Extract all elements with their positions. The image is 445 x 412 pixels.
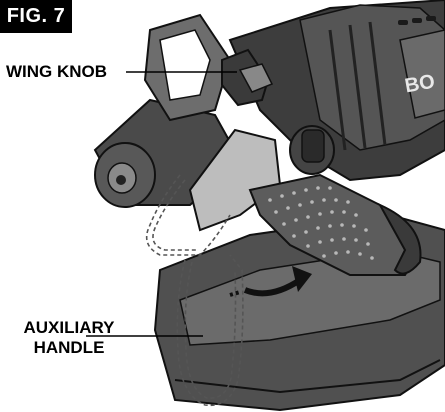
brand-fragment: BO	[403, 71, 436, 98]
figure-number: FIG. 7	[0, 0, 72, 33]
drill-body	[228, 0, 445, 182]
wing-knob-label: WING KNOB	[6, 62, 108, 81]
auxiliary-handle-label-line2: HANDLE	[33, 338, 105, 357]
wing-knob	[221, 48, 274, 107]
auxiliary-handle-alternate-position	[145, 174, 244, 407]
auxiliary-handle-label: AUXILIARY HANDLE	[14, 318, 124, 358]
auxiliary-handle	[188, 128, 422, 276]
auxiliary-handle-label-line1: AUXILIARY	[23, 318, 115, 337]
rotation-arrow-icon	[229, 266, 312, 297]
handle-clamp	[143, 13, 232, 122]
mode-selector	[289, 125, 335, 175]
